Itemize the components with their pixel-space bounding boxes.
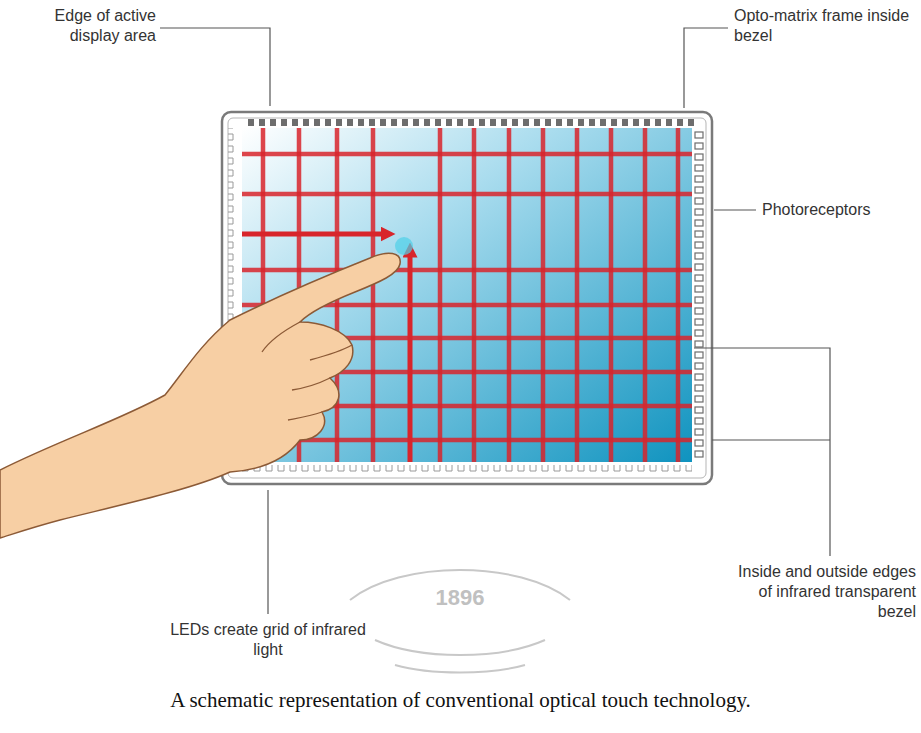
beam-arrow (408, 250, 413, 462)
watermark-logo (350, 570, 570, 673)
led-row-bottom (242, 463, 692, 477)
beam-arrow (242, 232, 388, 237)
callout-label: Edge of active display area (14, 6, 156, 46)
photoreceptor-row-right (695, 132, 703, 457)
watermark: 1896 (420, 588, 500, 608)
figure-caption: A schematic representation of convention… (0, 688, 921, 713)
callout-label: Opto-matrix frame inside bezel (734, 6, 914, 46)
hand (0, 253, 400, 538)
callout-label: LEDs create grid of infrared light (168, 620, 368, 660)
finger-creases (262, 322, 352, 420)
callout-label: Inside and outside edges of infrared tra… (722, 562, 916, 622)
photoreceptor-row-top (248, 119, 694, 126)
touch-point (395, 237, 413, 255)
leader-lines (160, 28, 830, 614)
callout-label: Photoreceptors (762, 200, 912, 220)
